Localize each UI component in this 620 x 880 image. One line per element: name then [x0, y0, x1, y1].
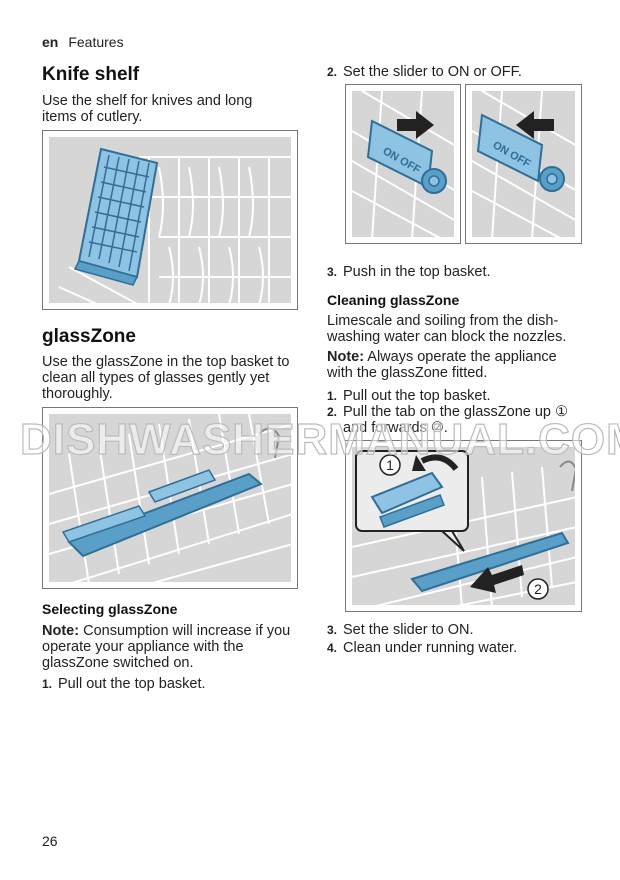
cleaning-step-4: 4. Clean under running water.	[327, 640, 517, 656]
knife-shelf-part	[73, 147, 159, 286]
callout-1	[379, 454, 401, 476]
callout-2	[527, 578, 549, 600]
selecting-glasszone-heading: Selecting glassZone	[42, 601, 178, 617]
selecting-note: Note: Consumption will increase if you o…	[42, 623, 297, 671]
cleaning-text: Limescale and soiling from the dish-wash…	[327, 313, 567, 345]
step-number: 1.	[42, 677, 53, 691]
glasszone-figure	[42, 407, 298, 589]
watermark: DISHWASHERMANUAL.COM	[19, 414, 620, 464]
glasszone-heading: glassZone	[42, 326, 136, 347]
knife-shelf-text: Use the shelf for knives and long items …	[42, 93, 253, 125]
step-text: Pull out the top basket.	[58, 676, 206, 692]
arrow-left-icon	[516, 111, 554, 139]
step-text: Set the slider to ON.	[343, 622, 474, 638]
cleaning-step-2: 2. Pull the tab on the glassZone up ① and…	[327, 404, 577, 436]
slider-step-2: 2. Set the slider to ON or OFF.	[327, 64, 522, 80]
step-text: Pull the tab on the glassZone up ① and f…	[343, 404, 569, 436]
glasszone-text: Use the glassZone in the top basket to c…	[42, 354, 290, 402]
callout-1-label: 1	[386, 457, 394, 473]
note-text: Consumption will increase if you operate…	[42, 623, 291, 671]
step-number: 3.	[327, 265, 338, 279]
cleaning-illustration: 1 2	[352, 447, 575, 605]
page-number: 26	[42, 833, 58, 849]
step-number: 2.	[327, 65, 338, 79]
step-number: 2.	[327, 405, 338, 419]
curved-arrow-icon	[420, 454, 459, 471]
arrow-forward-icon	[470, 565, 524, 593]
cleaning-step-3: 3. Set the slider to ON.	[327, 622, 474, 638]
slider-on-figure: ON OFF	[345, 84, 461, 244]
note-label: Note:	[42, 623, 80, 639]
step-text: Set the slider to ON or OFF.	[343, 64, 522, 80]
arrow-right-icon	[397, 111, 434, 139]
language-code: en	[42, 34, 59, 50]
cleaning-note: Note: Always operate the appliance with …	[327, 349, 582, 381]
slider-on-illustration: ON OFF	[352, 91, 454, 237]
slider-off-figure: ON OFF	[465, 84, 582, 244]
slider-off-illustration: ON OFF	[472, 91, 575, 237]
cleaning-glasszone-heading: Cleaning glassZone	[327, 292, 460, 308]
callout-2-label: 2	[534, 581, 542, 597]
step-text: Clean under running water.	[343, 640, 518, 656]
section-name: Features	[68, 34, 124, 50]
step-text: Pull out the top basket.	[343, 388, 491, 404]
step-number: 3.	[327, 623, 338, 637]
note-label: Note:	[327, 349, 365, 365]
note-text: Always operate the appliance with the gl…	[327, 349, 557, 381]
glasszone-part	[61, 469, 263, 558]
knife-shelf-heading: Knife shelf	[42, 64, 140, 85]
glasszone-illustration	[49, 414, 291, 582]
selecting-step-1: 1. Pull out the top basket.	[42, 676, 206, 692]
detail-inset: 1	[355, 450, 469, 552]
cleaning-figure: 1 2	[345, 440, 582, 612]
step-text: Push in the top basket.	[343, 264, 491, 280]
step-number: 4.	[327, 641, 338, 655]
slider-step-3: 3. Push in the top basket.	[327, 264, 491, 280]
cleaning-step-1: 1. Pull out the top basket.	[327, 388, 491, 404]
running-header: en Features	[42, 34, 124, 50]
step-number: 1.	[327, 389, 338, 403]
knife-shelf-figure	[42, 130, 298, 310]
knife-shelf-illustration	[49, 137, 291, 303]
